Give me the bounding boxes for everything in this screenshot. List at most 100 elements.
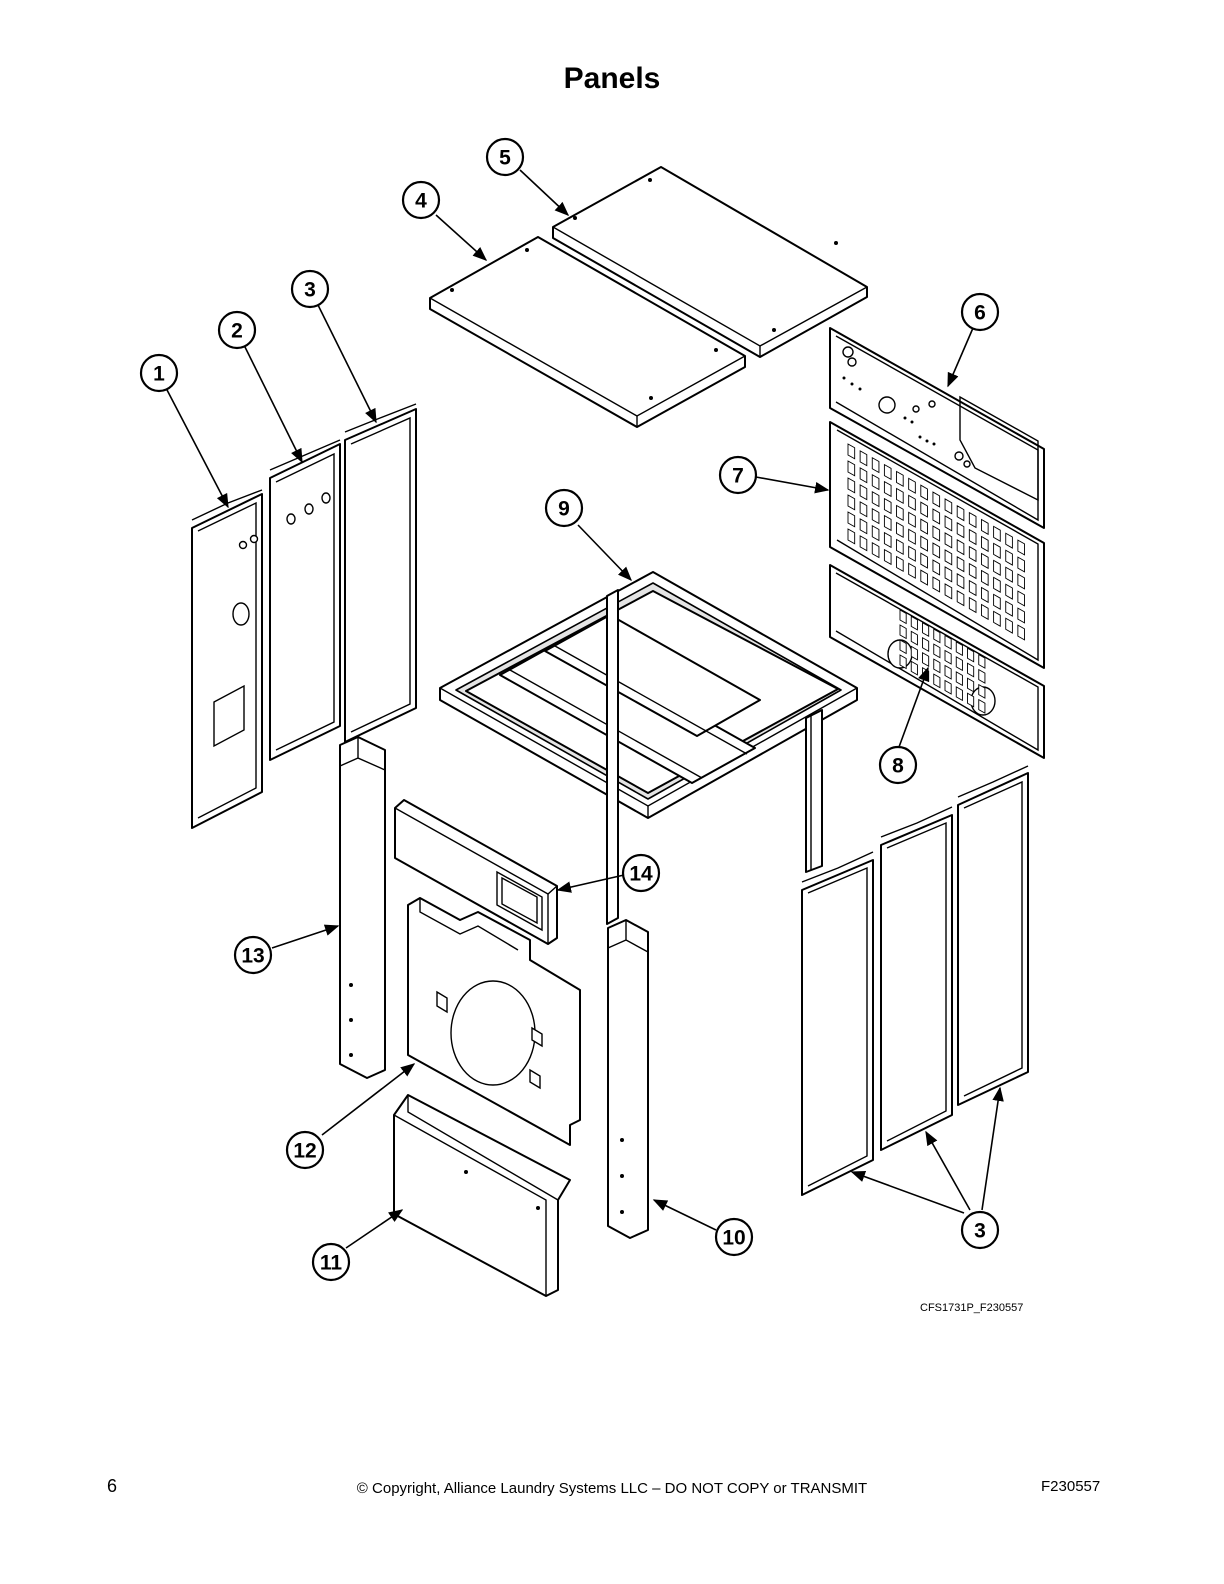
document-code: F230557 xyxy=(1041,1478,1101,1495)
louver-slot xyxy=(859,535,868,552)
part-4-top-panel-front xyxy=(429,236,746,428)
svg-text:7: 7 xyxy=(732,465,744,488)
louver-slot xyxy=(910,645,918,661)
louver-slot xyxy=(896,555,904,573)
louver-slot xyxy=(920,569,928,586)
louver-slot xyxy=(847,477,856,494)
louver-slot xyxy=(847,511,856,528)
louver-slot xyxy=(871,456,880,474)
louver-slot xyxy=(1017,539,1025,556)
part-14-control-bracket xyxy=(394,799,558,945)
louver-slot xyxy=(920,518,928,535)
louver-slot xyxy=(933,673,941,689)
louver-slot xyxy=(883,548,892,566)
louver-slot xyxy=(883,497,892,515)
louver-slot xyxy=(908,562,916,579)
louver-slot xyxy=(981,586,989,604)
louver-slot xyxy=(908,545,916,562)
louver-slot xyxy=(981,569,989,587)
part-8-lower-rear-panel xyxy=(829,564,1045,759)
louver-slot xyxy=(981,603,989,621)
louver-slot xyxy=(1017,607,1025,624)
louver-slot xyxy=(883,531,892,549)
louver-slot xyxy=(968,579,977,597)
drawing-code: CFS1731P_F230557 xyxy=(920,1302,1024,1314)
louver-slot xyxy=(899,624,907,640)
louver-slot xyxy=(920,484,928,501)
louver-slot xyxy=(910,630,918,646)
louver-slot xyxy=(883,480,892,498)
louver-slot xyxy=(920,552,928,569)
louver-slot xyxy=(847,460,856,477)
svg-text:11: 11 xyxy=(320,1252,343,1275)
part-1-side-panel xyxy=(191,489,263,829)
callout-2: 2 xyxy=(217,310,257,350)
louver-slot xyxy=(933,628,941,644)
louver-slot xyxy=(944,634,952,650)
louver-slot xyxy=(1017,624,1025,641)
part-3-side-panel xyxy=(344,403,417,743)
louver-slot xyxy=(993,542,1001,559)
callout-11: 11 xyxy=(311,1242,351,1282)
louver-slot xyxy=(944,583,953,600)
louver-slot xyxy=(899,609,907,625)
svg-text:14: 14 xyxy=(629,863,653,886)
louver-slot xyxy=(922,636,930,653)
louver-slot xyxy=(847,494,856,511)
louver-slot xyxy=(956,573,965,590)
louver-slot xyxy=(981,535,989,553)
louver-slot xyxy=(920,501,928,518)
louver-slot xyxy=(932,559,941,576)
louver-slot xyxy=(922,651,930,668)
svg-text:3: 3 xyxy=(974,1220,986,1243)
louver-slot xyxy=(944,498,953,515)
louver-slot xyxy=(993,559,1001,576)
louver-slot xyxy=(993,593,1001,610)
copyright-notice: © Copyright, Alliance Laundry Systems LL… xyxy=(356,1480,868,1497)
louver-slot xyxy=(956,556,965,573)
callout-3b: 3 xyxy=(960,1210,1000,1250)
louver-slot xyxy=(944,566,953,583)
callout-14: 14 xyxy=(621,853,661,893)
louver-slot xyxy=(944,549,953,566)
part-9-frame xyxy=(439,571,858,925)
louver-slot xyxy=(968,545,977,563)
louver-slot xyxy=(944,515,953,532)
louver-slot xyxy=(932,542,941,559)
svg-text:1: 1 xyxy=(153,363,165,386)
louver-slot xyxy=(993,525,1001,542)
leader-lines xyxy=(165,169,1004,1249)
louver-slot xyxy=(933,643,941,659)
callout-10: 10 xyxy=(714,1217,754,1257)
louver-slot xyxy=(932,508,941,525)
louver-slot xyxy=(1017,590,1025,607)
louver-slot xyxy=(967,647,975,663)
louver-slot xyxy=(944,664,952,680)
callout-5: 5 xyxy=(485,137,525,177)
svg-text:5: 5 xyxy=(499,147,511,170)
page-number: 6 xyxy=(107,1476,118,1496)
callout-7: 7 xyxy=(718,455,758,495)
louver-slot xyxy=(981,552,989,570)
callout-3: 3 xyxy=(290,269,330,309)
louver-slot xyxy=(871,541,880,559)
louver-slot xyxy=(859,501,868,518)
louver-slot xyxy=(883,463,892,481)
louver-slot xyxy=(968,596,977,614)
part-7-louvered-panel xyxy=(829,421,1045,669)
part-5-top-panel-rear xyxy=(552,166,868,358)
louver-slot xyxy=(910,660,918,676)
louver-slot xyxy=(859,484,868,501)
louver-slot xyxy=(967,662,975,678)
louver-slot xyxy=(955,671,963,687)
part-12-front-mounting-panel xyxy=(407,897,581,1146)
louver-slot xyxy=(967,692,975,708)
louver-slot xyxy=(896,487,904,505)
part-11-lower-front-panel xyxy=(393,1094,571,1297)
louver-slot xyxy=(908,528,916,545)
louver-slot xyxy=(899,639,907,655)
louver-slot xyxy=(978,698,986,714)
callout-1: 1 xyxy=(139,353,179,393)
svg-text:10: 10 xyxy=(722,1227,745,1250)
